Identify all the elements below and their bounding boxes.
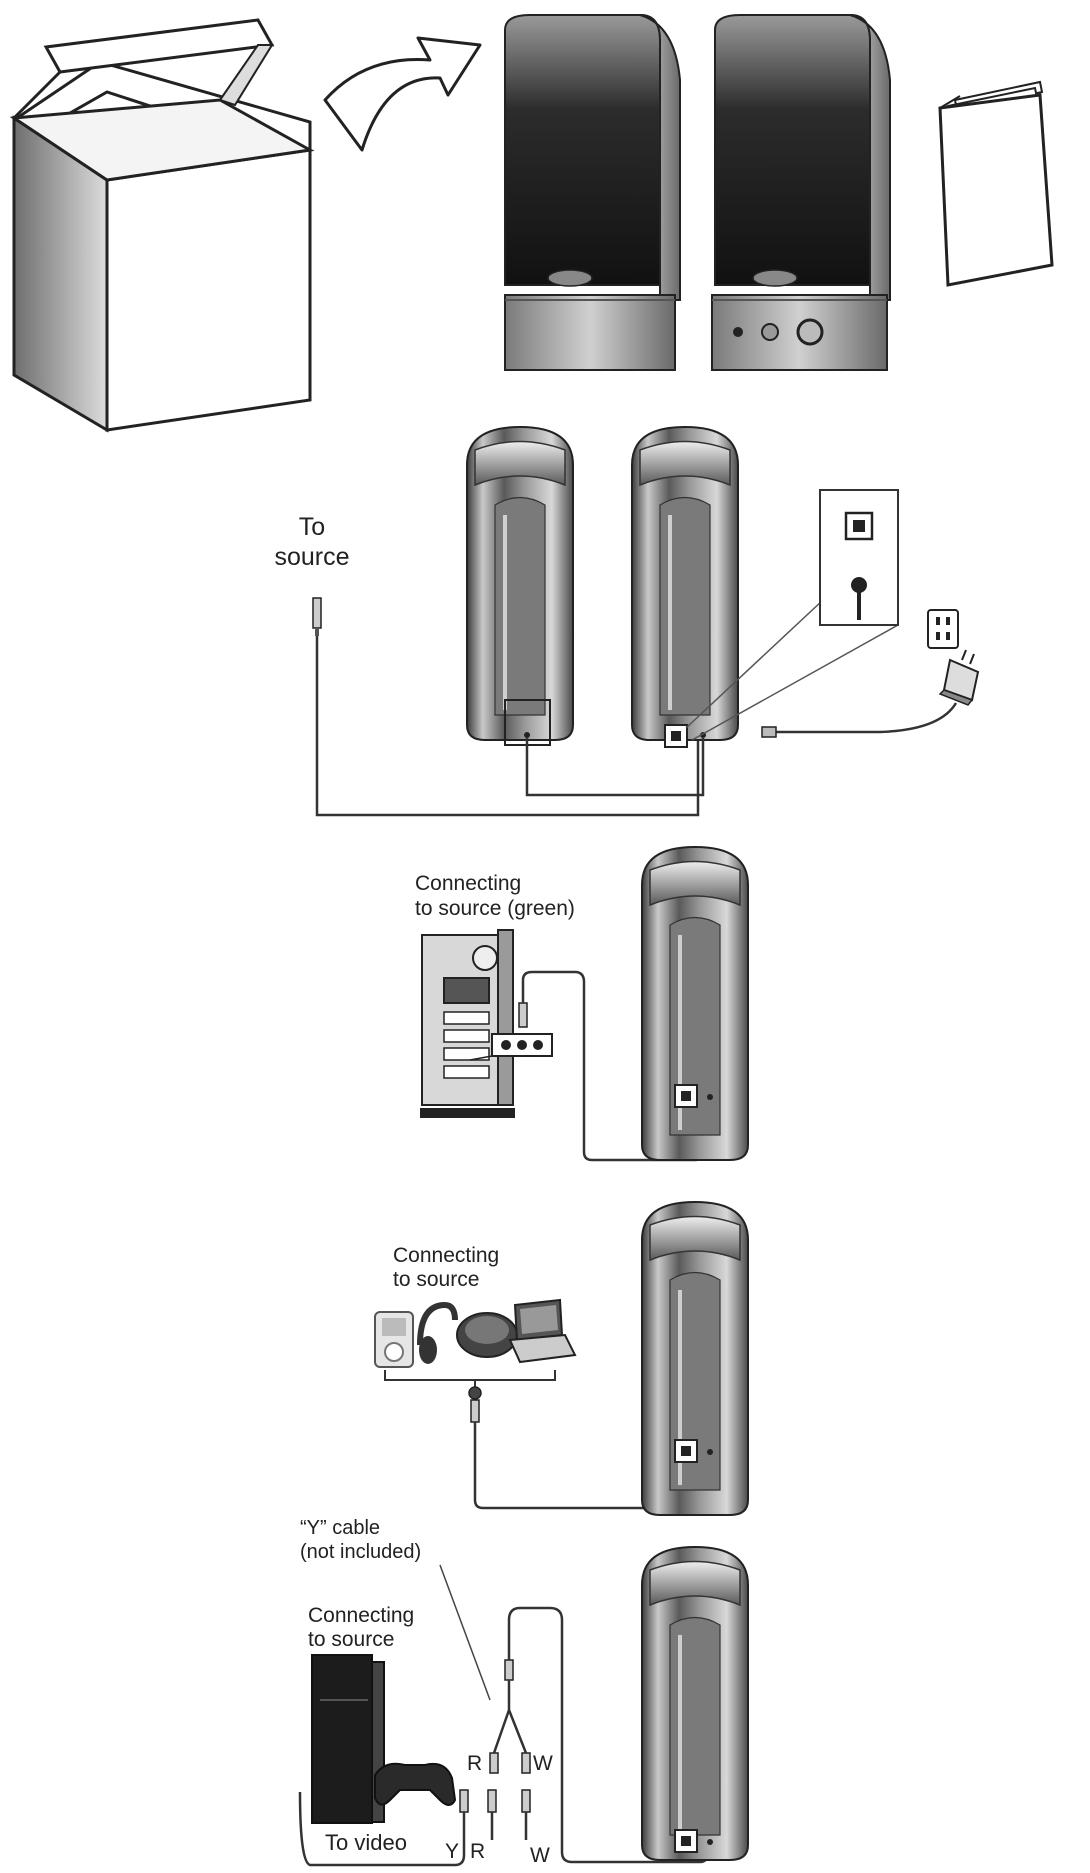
plug-r-lower-label: R	[470, 1840, 485, 1863]
plug-white-upper-icon	[521, 1752, 531, 1774]
connecting-portable-line2: to source	[393, 1268, 479, 1291]
connecting-console-line2: to source	[308, 1628, 394, 1651]
headphone-jack-icon	[733, 327, 743, 337]
power-cable	[775, 702, 958, 734]
plug-red-icon	[487, 1789, 497, 1813]
portable-bracket	[384, 1370, 556, 1390]
manual-booklet-icon	[938, 80, 1054, 287]
label-to-source: To source	[274, 513, 349, 571]
game-console-icon	[311, 1654, 385, 1824]
y-cable-leader	[439, 1564, 491, 1701]
wall-outlet-icon	[927, 609, 959, 649]
adapter-jack-icon	[468, 1386, 482, 1400]
y-cable-plugs	[459, 1659, 531, 1813]
portable-plug-icon	[470, 1399, 480, 1423]
connecting-portable-line1: Connecting	[393, 1244, 499, 1267]
label-connecting-portable: Connecting to source	[393, 1244, 499, 1291]
rear-speaker-portable	[640, 1200, 750, 1517]
connecting-pc-line2: to source (green)	[415, 897, 575, 920]
rear-speaker-pc	[640, 845, 750, 1162]
plug-white-icon	[521, 1789, 531, 1813]
power-adapter-icon	[938, 649, 980, 706]
speaker-right	[711, 14, 891, 371]
mp3-player-icon	[374, 1311, 414, 1368]
rear-speaker-left	[465, 425, 575, 746]
volume-knob-icon	[796, 318, 824, 346]
plug-w-lower-label: W	[530, 1844, 550, 1867]
dc-plug-icon	[761, 726, 777, 738]
connecting-console-line1: Connecting	[308, 1604, 414, 1627]
to-video-label: To video	[325, 1830, 407, 1855]
curved-arrow-icon	[323, 36, 482, 152]
connecting-pc-line1: Connecting	[415, 872, 521, 895]
plug-r-upper-label: R	[467, 1752, 482, 1775]
to-source-line1: To	[299, 513, 325, 541]
to-source-line2: source	[274, 543, 349, 571]
game-controller-icon	[374, 1762, 457, 1806]
speaker-link-cable	[525, 738, 705, 797]
audio-plug-icon	[312, 597, 322, 636]
headphones-icon	[417, 1301, 458, 1364]
label-connecting-pc: Connecting to source (green)	[415, 872, 575, 920]
plug-y-junction-icon	[504, 1659, 514, 1681]
y-cable-line2: (not included)	[300, 1541, 421, 1563]
plug-red-upper-icon	[489, 1752, 499, 1774]
rear-speaker-right	[630, 425, 740, 748]
y-cable-line1: “Y” cable	[300, 1517, 380, 1539]
sound-card-jacks-callout	[469, 1033, 553, 1061]
input-cable	[315, 636, 700, 817]
rear-speaker-console	[640, 1545, 750, 1862]
plug-yellow-icon	[459, 1789, 469, 1813]
green-audio-plug-icon	[518, 1002, 528, 1028]
label-connecting-console: Connecting to source	[308, 1604, 414, 1651]
label-y-cable: “Y” cable (not included)	[300, 1517, 421, 1563]
power-button-icon	[761, 323, 779, 341]
laptop-icon	[508, 1298, 577, 1364]
speaker-left	[504, 14, 681, 371]
open-box-icon	[9, 18, 315, 433]
portable-cd-player-icon	[456, 1312, 518, 1358]
plug-w-upper-label: W	[533, 1752, 553, 1775]
desktop-pc-tower-icon	[420, 929, 515, 1118]
plug-y-label: Y	[445, 1840, 459, 1863]
jack-callout	[685, 489, 899, 741]
